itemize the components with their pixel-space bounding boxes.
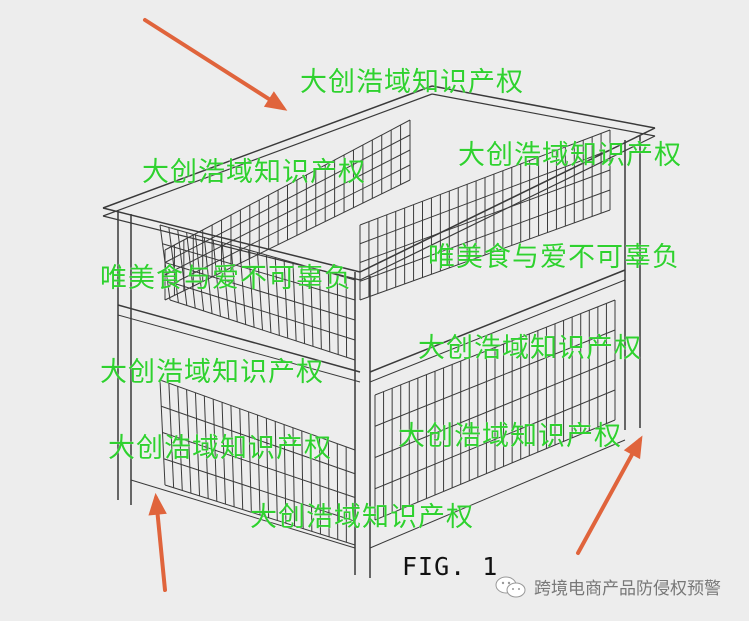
watermark: 大创浩域知识产权 <box>142 157 366 188</box>
watermark: 大创浩域知识产权 <box>108 433 332 464</box>
figure-label: FIG. 1 <box>402 552 499 581</box>
watermark: 大创浩域知识产权 <box>250 502 474 533</box>
annotation-arrows <box>143 18 643 592</box>
brand-text: 跨境电商产品防侵权预警 <box>534 579 721 599</box>
watermark: 大创浩域知识产权 <box>418 333 642 364</box>
brand-badge: 跨境电商产品防侵权预警 <box>494 574 721 599</box>
watermark: 唯美食与爱不可辜负 <box>100 263 352 294</box>
arrow-head <box>148 492 167 516</box>
wire-rack-lines <box>102 85 656 578</box>
watermark: 大创浩域知识产权 <box>300 67 524 98</box>
arrow <box>143 18 285 110</box>
watermark: 唯美食与爱不可辜负 <box>428 242 680 273</box>
watermark: 大创浩域知识产权 <box>458 140 682 171</box>
arrow-head <box>623 435 643 460</box>
watermark: 大创浩域知识产权 <box>398 421 622 452</box>
watermark: 大创浩域知识产权 <box>100 357 324 388</box>
wechat-icon <box>495 576 526 597</box>
arrow-head <box>263 91 288 111</box>
arrow <box>576 438 642 555</box>
